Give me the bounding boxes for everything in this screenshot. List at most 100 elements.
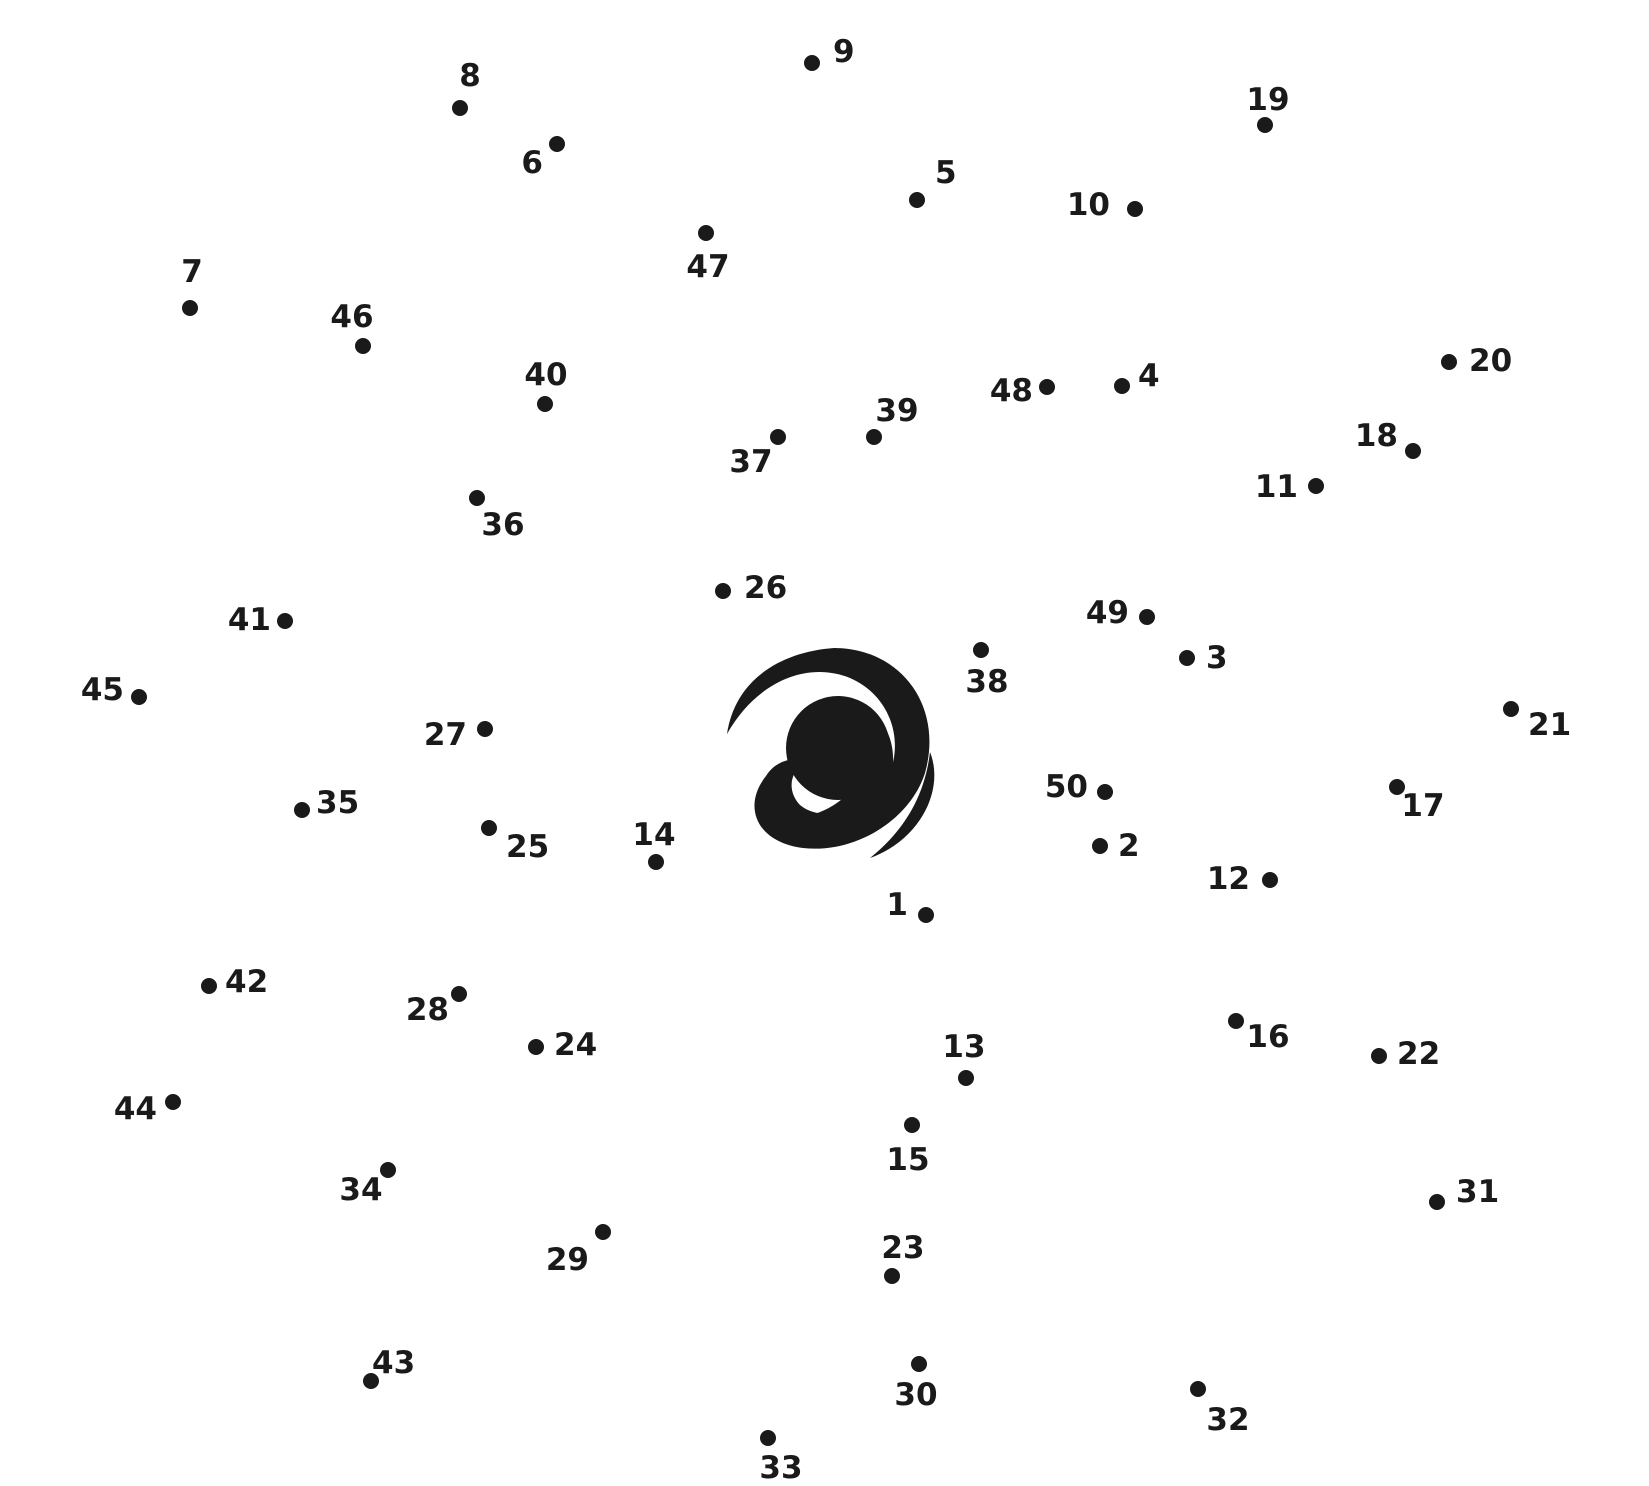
dot-marker <box>1114 378 1130 394</box>
dot-marker <box>1179 650 1195 666</box>
dot-number-label: 25 <box>506 829 549 865</box>
dot-number-label: 12 <box>1207 861 1250 897</box>
dot-9: 9 <box>804 34 855 71</box>
dot-number-label: 15 <box>886 1142 929 1178</box>
dot-number-label: 5 <box>935 155 957 191</box>
dot-number-label: 42 <box>225 964 268 1000</box>
dot-marker <box>698 225 714 241</box>
dot-number-label: 22 <box>1397 1036 1440 1072</box>
dot-47: 47 <box>686 225 730 285</box>
dot-number-label: 19 <box>1246 82 1289 118</box>
dot-number-label: 33 <box>759 1450 802 1486</box>
dot-number-label: 37 <box>729 444 772 480</box>
dot-27: 27 <box>424 717 493 753</box>
dot-number-label: 50 <box>1045 769 1088 805</box>
dot-28: 28 <box>406 986 467 1028</box>
dot-37: 37 <box>729 429 786 480</box>
dot-number-label: 31 <box>1456 1174 1499 1210</box>
dot-number-label: 35 <box>316 785 359 821</box>
dot-number-label: 27 <box>424 717 467 753</box>
dot-marker <box>909 192 925 208</box>
dot-number-label: 8 <box>459 58 481 94</box>
dot-1: 1 <box>886 887 934 923</box>
dot-marker <box>884 1268 900 1284</box>
dot-42: 42 <box>201 964 268 1000</box>
dot-marker <box>760 1430 776 1446</box>
dot-38: 38 <box>965 642 1009 700</box>
dot-number-label: 7 <box>181 254 203 290</box>
dot-number-label: 39 <box>875 393 918 429</box>
dot-number-label: 2 <box>1118 828 1140 864</box>
dot-marker <box>648 854 664 870</box>
dot-marker <box>715 583 731 599</box>
dot-26: 26 <box>715 570 787 606</box>
dot-40: 40 <box>524 357 568 412</box>
dot-number-label: 21 <box>1528 707 1571 743</box>
dot-4: 4 <box>1114 358 1160 394</box>
dot-number-label: 49 <box>1086 595 1129 631</box>
dots-layer: 1234567891011121314151617181920212223242… <box>81 34 1571 1486</box>
dot-number-label: 30 <box>894 1377 937 1413</box>
dot-number-label: 26 <box>744 570 787 606</box>
dot-marker <box>363 1373 379 1389</box>
dot-11: 11 <box>1255 469 1324 505</box>
dot-12: 12 <box>1207 861 1278 897</box>
dot-marker <box>294 802 310 818</box>
dot-marker <box>770 429 786 445</box>
dot-number-label: 44 <box>114 1091 157 1127</box>
dot-number-label: 3 <box>1206 640 1228 676</box>
dot-number-label: 40 <box>524 357 567 393</box>
dot-number-label: 10 <box>1067 187 1110 223</box>
dot-marker <box>1127 201 1143 217</box>
dot-number-label: 13 <box>942 1029 985 1065</box>
dot-number-label: 45 <box>81 672 124 708</box>
dot-marker <box>1371 1048 1387 1064</box>
dot-marker <box>1190 1381 1206 1397</box>
dot-41: 41 <box>228 602 293 638</box>
dot-marker <box>1405 443 1421 459</box>
dot-marker <box>380 1162 396 1178</box>
dot-marker <box>1228 1013 1244 1029</box>
dot-29: 29 <box>546 1224 611 1278</box>
dot-marker <box>1097 784 1113 800</box>
dot-marker <box>1308 478 1324 494</box>
dot-33: 33 <box>759 1430 803 1486</box>
dot-marker <box>1092 838 1108 854</box>
dot-30: 30 <box>894 1356 938 1413</box>
dot-number-label: 43 <box>372 1345 415 1381</box>
dot-marker <box>866 429 882 445</box>
dot-marker <box>1441 354 1457 370</box>
dot-34: 34 <box>339 1162 396 1208</box>
dot-number-label: 23 <box>881 1230 924 1266</box>
dot-number-label: 41 <box>228 602 271 638</box>
dot-marker <box>1039 379 1055 395</box>
dot-number-label: 29 <box>546 1242 589 1278</box>
dot-number-label: 6 <box>521 145 543 181</box>
dot-marker <box>595 1224 611 1240</box>
dot-number-label: 9 <box>833 34 855 70</box>
dot-31: 31 <box>1429 1174 1499 1210</box>
dot-number-label: 20 <box>1469 343 1512 379</box>
dot-marker <box>201 978 217 994</box>
dot-43: 43 <box>363 1345 415 1389</box>
dot-number-label: 1 <box>886 887 908 923</box>
dot-number-label: 16 <box>1246 1019 1289 1055</box>
dot-44: 44 <box>114 1091 181 1127</box>
dot-15: 15 <box>886 1117 930 1178</box>
dot-marker <box>182 300 198 316</box>
dot-marker <box>1262 872 1278 888</box>
dot-number-label: 17 <box>1401 788 1444 824</box>
dot-marker <box>973 642 989 658</box>
dot-25: 25 <box>481 820 549 865</box>
dot-number-label: 48 <box>990 373 1033 409</box>
spiral-icon <box>727 648 935 858</box>
dot-16: 16 <box>1228 1013 1290 1055</box>
dot-marker <box>804 55 820 71</box>
dot-marker <box>131 689 147 705</box>
dot-3: 3 <box>1179 640 1228 676</box>
dot-marker <box>1139 609 1155 625</box>
dot-46: 46 <box>330 299 374 354</box>
dot-marker <box>1429 1194 1445 1210</box>
dot-marker <box>452 100 468 116</box>
